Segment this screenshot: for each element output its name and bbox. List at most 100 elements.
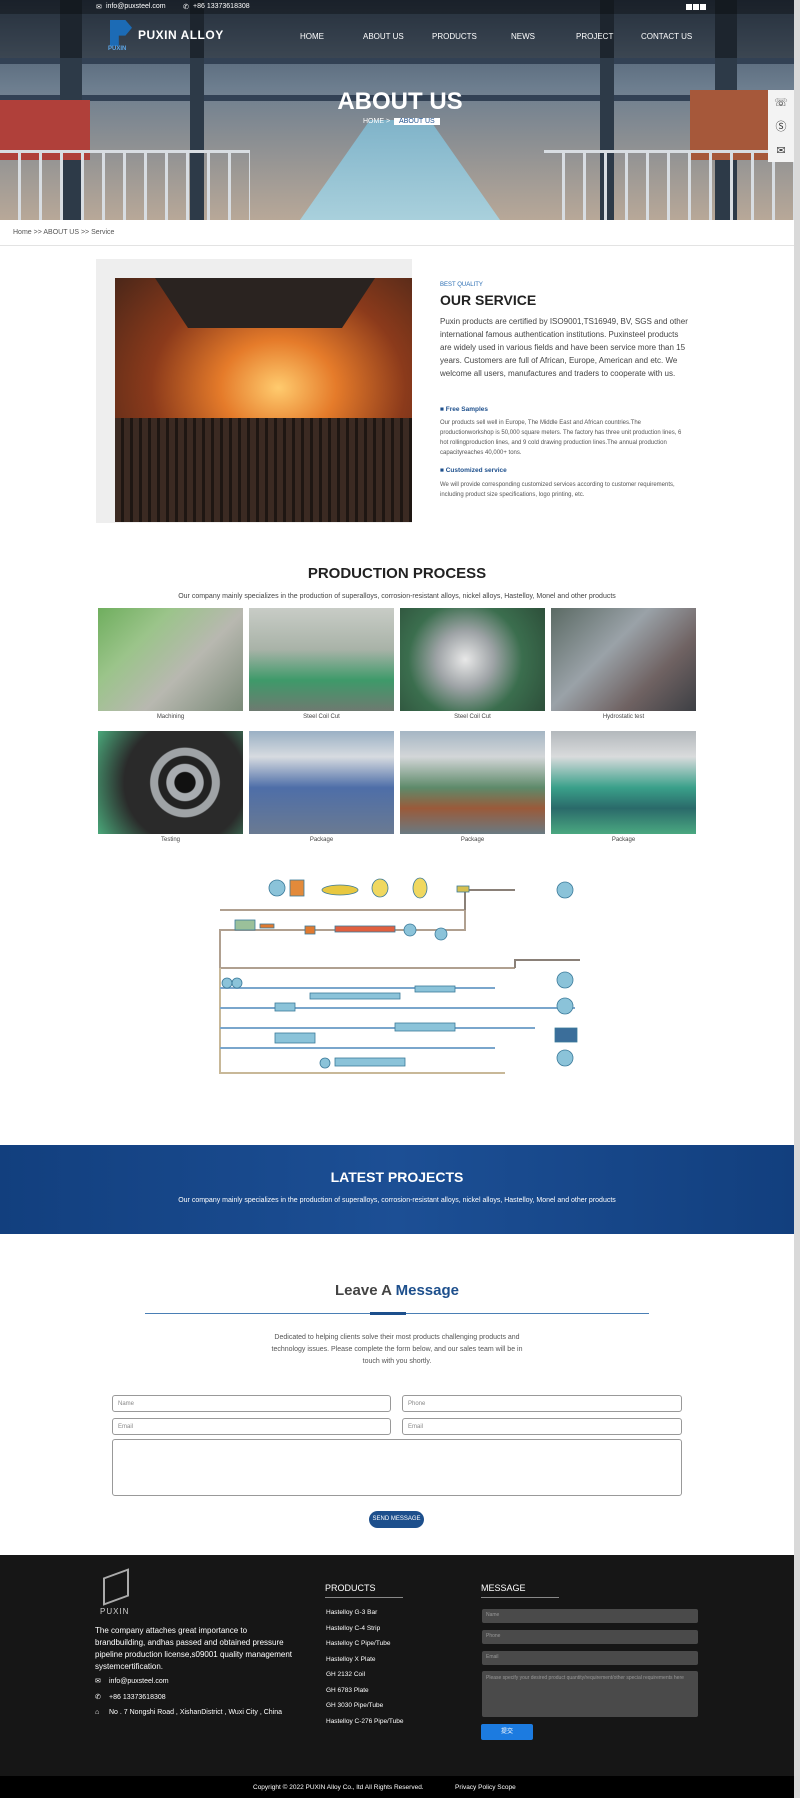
footer-products-title: PRODUCTS [325,1583,376,1593]
brand-name[interactable]: PUXIN ALLOY [138,28,224,42]
message-description: Dedicated to helping clients solve their… [271,1334,523,1365]
hero-title: ABOUT US [337,88,463,115]
footer-product-2[interactable]: Hastelloy C Pipe/Tube [326,1640,391,1647]
message-divider-accent [370,1312,406,1315]
scrollbar[interactable] [794,0,800,1798]
process-caption-1: Steel Coil Cut [303,714,340,720]
footer-logo-icon[interactable] [103,1568,129,1606]
process-subtitle: Our company mainly specializes in the pr… [178,593,616,600]
nav-news[interactable]: NEWS [511,32,535,41]
projects-subtitle: Our company mainly specializes in the pr… [178,1197,616,1204]
process-image-package-2[interactable] [400,731,545,834]
process-image-hydrostatic-test[interactable] [551,608,696,711]
phone-input[interactable]: Phone [402,1395,682,1412]
footer-product-6[interactable]: GH 3030 Pipe/Tube [326,1702,384,1709]
message-title: Leave A Message [0,1282,794,1299]
skype-icon[interactable]: Ⓢ [775,121,787,133]
service-intro: Puxin products are certified by ISO9001,… [440,317,688,378]
message-title-b: Message [395,1282,459,1299]
service-title: OUR SERVICE [440,292,537,308]
copyright-bar: Copyright © 2022 PUXIN Alloy Co., ltd Al… [0,1776,794,1798]
process-caption-2: Steel Coil Cut [454,714,491,720]
copyright-text: Copyright © 2022 PUXIN Alloy Co., ltd Al… [253,1784,424,1791]
footer-products-underline [325,1597,403,1598]
process-image-machining[interactable] [98,608,243,711]
footer-phone-icon: ✆ [95,1694,101,1701]
process-caption-3: Hydrostatic test [602,714,645,720]
footer-name-input[interactable]: Name [482,1609,698,1623]
footer-email-icon: ✉ [95,1678,101,1685]
footer-product-7[interactable]: Hastelloy C-276 Pipe/Tube [326,1718,404,1725]
facebook-icon[interactable] [686,4,692,10]
floating-contact-bar: ☏ Ⓢ ✉ [768,90,794,162]
service-free-samples-heading: ■ Free Samples [440,406,489,413]
footer-product-4[interactable]: GH 2132 Coil [326,1671,366,1678]
topbar-email[interactable]: info@puxsteel.com [106,3,166,10]
service-customized-heading: ■ Customized service [440,467,507,474]
nav-home[interactable]: HOME [300,32,324,41]
process-image-steel-coil-cut-1[interactable] [249,608,394,711]
service-free-samples-text: Our products sell well in Europe, The Mi… [440,420,682,456]
nav-about-us[interactable]: ABOUT US [363,32,404,41]
footer-address: ⌂No . 7 Nongshi Road , XishanDistrict , … [95,1709,282,1716]
hero-banner: ✉ info@puxsteel.com ✆ +86 13373618308 PU… [0,0,794,220]
footer-product-5[interactable]: GH 6783 Plate [326,1687,369,1694]
process-image-steel-coil-cut-2[interactable] [400,608,545,711]
process-caption-6: Package [460,837,485,843]
process-caption-7: Package [611,837,636,843]
linkedin-icon[interactable] [700,4,706,10]
footer-message-underline [481,1597,559,1598]
nav-contact-us[interactable]: CONTACT US [641,32,693,41]
hero-crumb-current: ABOUT US [394,118,440,125]
service-kicker: BEST QUALITY [440,282,483,288]
projects-title: LATEST PROJECTS [330,1169,464,1185]
topbar-phone[interactable]: +86 13373618308 [193,3,250,10]
privacy-policy-link[interactable]: Privacy Policy Scope [455,1784,516,1791]
brand-logo-icon[interactable] [110,20,132,46]
topbar-phone-icon: ✆ [183,4,189,11]
email-input[interactable]: Email [112,1418,391,1435]
hero-crumb-home[interactable]: HOME > [363,118,391,125]
whatsapp-icon[interactable]: ☏ [774,96,788,109]
process-title: PRODUCTION PROCESS [307,565,487,582]
footer-email-input[interactable]: Email [482,1651,698,1665]
nav-products[interactable]: PRODUCTS [432,32,477,41]
process-caption-4: Testing [160,837,180,843]
process-caption-5: Package [309,837,334,843]
footer-submit-button[interactable]: 提交 [481,1724,533,1740]
latest-projects-banner: LATEST PROJECTS Our company mainly speci… [0,1145,794,1234]
footer-about: The company attaches great importance to… [95,1626,293,1671]
process-image-package-3[interactable] [551,731,696,834]
footer-product-3[interactable]: Hastelloy X Plate [326,1656,376,1663]
footer-product-0[interactable]: Hastelloy G-3 Bar [326,1609,378,1616]
name-input[interactable]: Name [112,1395,391,1412]
twitter-icon[interactable] [693,4,699,10]
footer-phone[interactable]: ✆+86 13373618308 [95,1694,166,1701]
production-flow-diagram [219,877,580,1074]
email-input-2[interactable]: Email [402,1418,682,1435]
footer-phone-input[interactable]: Phone [482,1630,698,1644]
hero-breadcrumb: HOME >ABOUT US [363,118,440,125]
footer-logo-text: PUXIN [100,1607,130,1616]
footer-message-title: MESSAGE [481,1583,526,1593]
footer-product-1[interactable]: Hastelloy C-4 Strip [326,1625,381,1632]
main-nav: PUXIN PUXIN ALLOY HOME ABOUT US PRODUCTS… [0,14,794,58]
brand-mark-text: PUXIN [108,46,127,52]
send-message-button[interactable]: SEND MESSAGE [369,1511,424,1528]
nav-project[interactable]: PROJECT [576,32,614,41]
top-bar: ✉ info@puxsteel.com ✆ +86 13373618308 [0,0,794,14]
topbar-email-icon: ✉ [96,4,102,11]
footer-message-textarea[interactable]: Please specify your desired product quan… [482,1671,698,1717]
message-textarea[interactable] [112,1439,682,1496]
footer-home-icon: ⌂ [95,1709,100,1716]
process-image-testing[interactable] [98,731,243,834]
footer-email[interactable]: ✉info@puxsteel.com [95,1678,169,1685]
service-customized-text: We will provide corresponding customized… [440,482,675,498]
email-icon[interactable]: ✉ [776,144,786,157]
process-caption-0: Machining [156,714,185,720]
service-image [115,278,412,522]
message-title-a: Leave A [335,1282,392,1299]
process-image-package-1[interactable] [249,731,394,834]
breadcrumb[interactable]: Home >> ABOUT US >> Service [13,229,115,236]
